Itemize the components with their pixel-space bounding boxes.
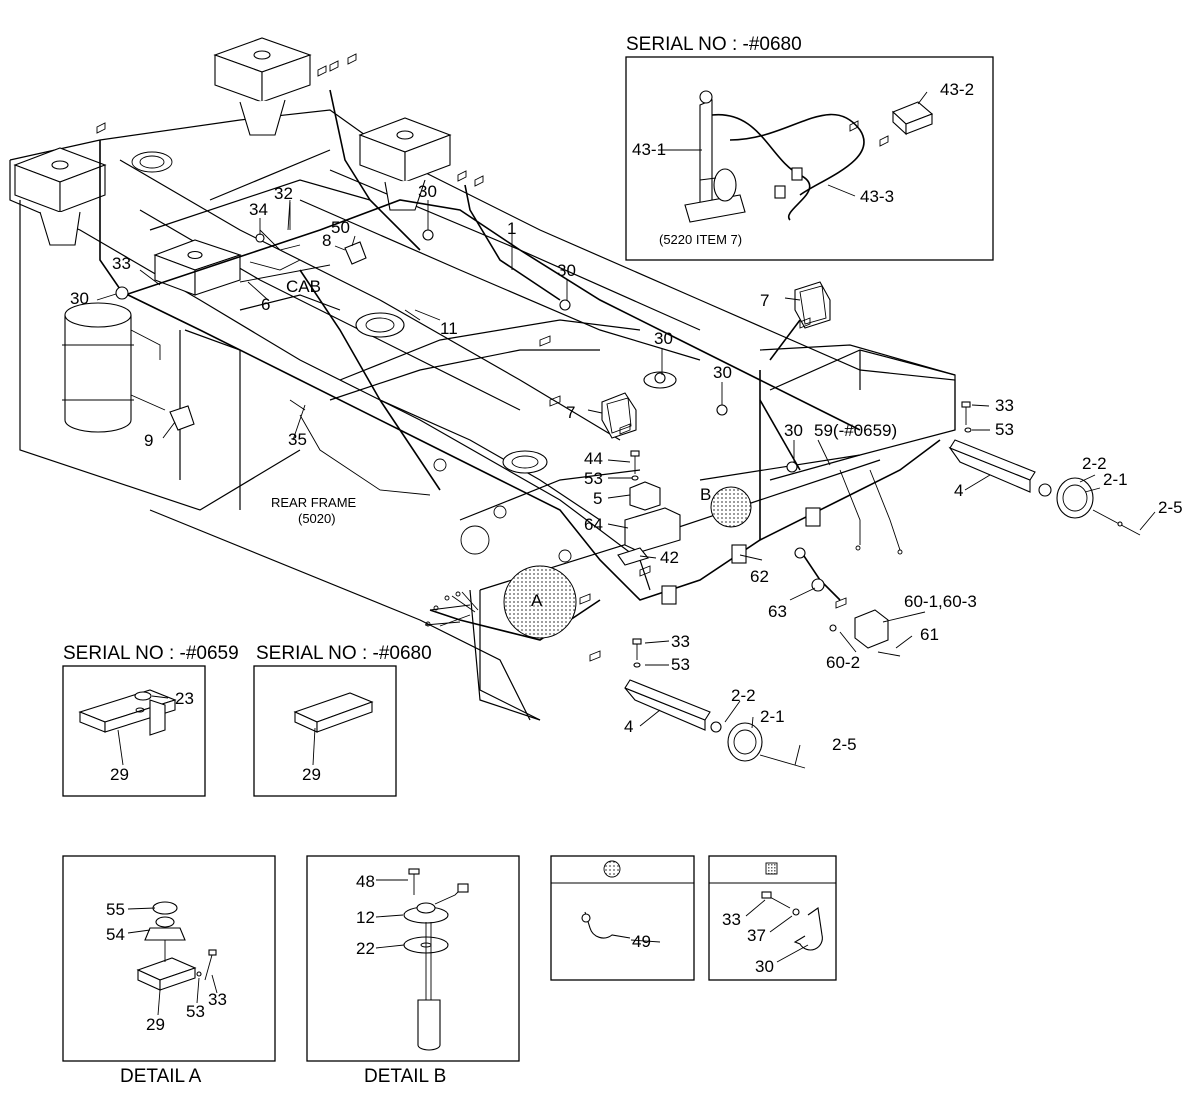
callout-2-5: 2-5 <box>1158 498 1183 517</box>
callout-30: 30 <box>418 182 437 201</box>
work-lamp <box>794 281 831 329</box>
detail-a-box <box>62 855 276 1062</box>
callout-49: 49 <box>632 932 651 951</box>
callout-5: 5 <box>593 489 602 508</box>
callout-53: 53 <box>584 469 603 488</box>
callout-44: 44 <box>584 449 603 468</box>
callout-30: 30 <box>557 261 576 280</box>
callout-33: 33 <box>722 910 741 929</box>
callout-11: 11 <box>440 319 458 338</box>
callout-53: 53 <box>186 1002 205 1021</box>
callout-42: 42 <box>660 548 679 567</box>
mount-block <box>13 147 107 246</box>
callout-55: 55 <box>106 900 125 919</box>
rear-frame-label: REAR FRAME <box>271 495 357 510</box>
callout-33: 33 <box>208 990 227 1009</box>
callout-32: 32 <box>274 184 293 203</box>
legend-square-box <box>708 855 837 981</box>
callout-29: 29 <box>146 1015 165 1034</box>
callout-35: 35 <box>288 430 307 449</box>
inset-serial-title: SERIAL NO : -#0680 <box>626 34 802 55</box>
callout-2-2: 2-2 <box>731 686 756 705</box>
callout-2-1: 2-1 <box>1103 470 1128 489</box>
detail-b-caption: DETAIL B <box>364 1066 446 1087</box>
callout-34: 34 <box>249 200 268 219</box>
callout-48: 48 <box>356 872 375 891</box>
rear-frame-drawing <box>9 37 1141 769</box>
mount-block <box>213 37 312 136</box>
serial-659-title: SERIAL NO : -#0659 <box>63 643 239 664</box>
callout-2-5: 2-5 <box>832 735 857 754</box>
mount-block <box>153 239 242 296</box>
callout-43-2: 43-2 <box>940 80 974 99</box>
callout-7: 7 <box>566 403 575 422</box>
callout-30: 30 <box>654 329 673 348</box>
callout-33: 33 <box>995 396 1014 415</box>
leader-lines <box>96 91 1156 1016</box>
callout-37: 37 <box>747 926 766 945</box>
mount-block <box>358 117 452 211</box>
callout-12: 12 <box>356 908 375 927</box>
callout-29: 29 <box>110 765 129 784</box>
callout-33: 33 <box>671 632 690 651</box>
callout-6: 6 <box>261 295 270 314</box>
callout-62: 62 <box>750 567 769 586</box>
callout-43-3: 43-3 <box>860 187 894 206</box>
callout-43-1: 43-1 <box>632 140 666 159</box>
callout-54: 54 <box>106 925 125 944</box>
serial-inset <box>625 56 994 261</box>
callout-2-1: 2-1 <box>760 707 785 726</box>
cab-label: CAB <box>286 277 321 296</box>
marker-a-label: A <box>531 591 543 610</box>
callout-59: 59(-#0659) <box>814 421 897 440</box>
work-lamp <box>601 392 637 439</box>
callout-9: 9 <box>144 431 153 450</box>
inset-note: (5220 ITEM 7) <box>659 232 742 247</box>
callout-60-2: 60-2 <box>826 653 860 672</box>
callout-29: 29 <box>302 765 321 784</box>
callout-61: 61 <box>920 625 939 644</box>
callout-60-1-60-3: 60-1,60-3 <box>904 592 977 611</box>
callout-33: 33 <box>112 254 131 273</box>
serial-680-title: SERIAL NO : -#0680 <box>256 643 432 664</box>
callout-53: 53 <box>671 655 690 674</box>
callout-2-2: 2-2 <box>1082 454 1107 473</box>
callout-53: 53 <box>995 420 1014 439</box>
callout-labels: 1 32 34 50 8 30 33 30 6 CAB 11 30 7 30 3… <box>63 34 1183 1087</box>
callout-1: 1 <box>507 219 516 238</box>
callout-30: 30 <box>784 421 803 440</box>
callout-4: 4 <box>624 717 633 736</box>
detail-b-box <box>306 855 520 1062</box>
callout-30: 30 <box>755 957 774 976</box>
callout-30: 30 <box>713 363 732 382</box>
callout-23: 23 <box>175 689 194 708</box>
detail-a-caption: DETAIL A <box>120 1066 202 1087</box>
callout-50: 50 <box>331 218 350 237</box>
callout-30: 30 <box>70 289 89 308</box>
callout-7: 7 <box>760 291 769 310</box>
marker-b-label: B <box>700 485 711 504</box>
callout-22: 22 <box>356 939 375 958</box>
callout-8: 8 <box>322 231 331 250</box>
rear-frame-code: (5020) <box>298 511 336 526</box>
serial-box-680 <box>253 665 397 797</box>
legend-dot-box <box>550 855 695 981</box>
callout-4: 4 <box>954 481 963 500</box>
callout-64: 64 <box>584 515 603 534</box>
serial-box-659 <box>62 665 206 797</box>
callout-63: 63 <box>768 602 787 621</box>
air-tank <box>62 302 166 433</box>
